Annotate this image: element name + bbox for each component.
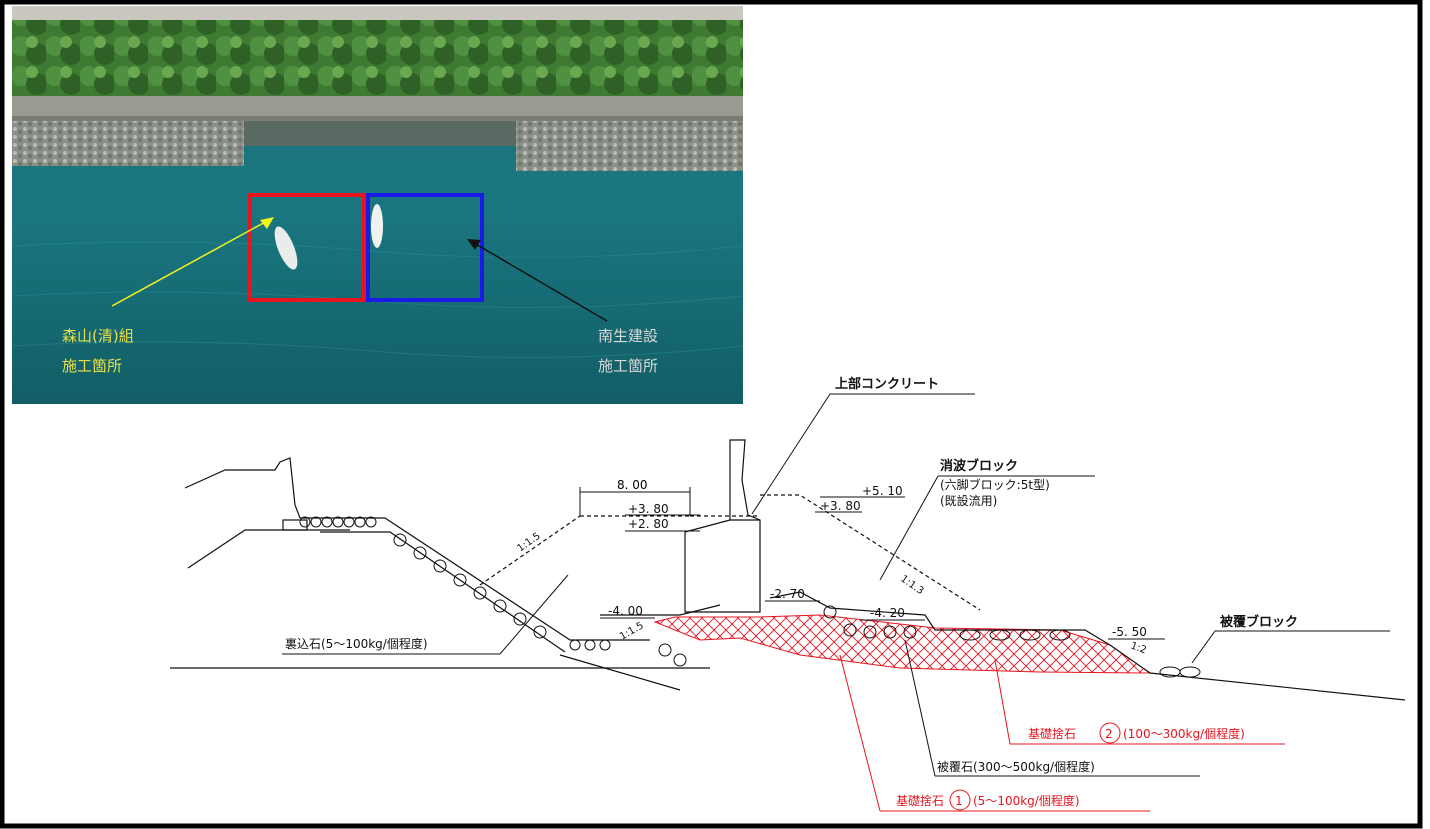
yellow-arrow xyxy=(111,220,268,307)
right-contractor-site: 施工箇所 xyxy=(598,357,659,375)
label-backfill-stone: 裏込石(5～100kg/個程度) xyxy=(285,636,428,651)
label-foundation-1: 基礎捨石 xyxy=(896,793,944,808)
boat-left xyxy=(274,226,298,270)
slope-left-toe: 1:1.5 xyxy=(618,620,646,642)
label-wave-block-reuse: (既設流用) xyxy=(940,493,997,508)
label-foundation-2-num: 2 xyxy=(1105,727,1113,741)
elev-top-concrete: +2. 80 xyxy=(628,517,669,531)
elev-toe-mid: -4. 20 xyxy=(870,606,905,620)
slope-front: 1:1.3 xyxy=(898,573,925,597)
elev-toe-left: -4. 00 xyxy=(608,604,643,618)
label-cover-stone: 被覆石(300～500kg/個程度) xyxy=(937,759,1095,774)
dimension-8m xyxy=(579,487,691,516)
elev-block-crest: +3. 80 xyxy=(820,499,861,513)
armor-stones xyxy=(299,516,1201,678)
label-cover-block: 被覆ブロック xyxy=(1219,614,1298,630)
red-box xyxy=(248,193,366,302)
left-contractor-site: 施工箇所 xyxy=(62,357,123,375)
elev-berm: -2. 70 xyxy=(770,587,805,601)
label-foundation-2-spec: (100～300kg/個程度) xyxy=(1123,726,1245,741)
elev-toe-right: -5. 50 xyxy=(1112,625,1147,639)
slope-toe: 1:2 xyxy=(1129,640,1148,656)
label-foundation-1-num: 1 xyxy=(955,794,963,808)
label-upper-concrete: 上部コンクリート xyxy=(835,376,939,392)
black-arrow xyxy=(473,242,608,322)
dim-width: 8. 00 xyxy=(617,478,648,492)
foundation-rubble xyxy=(653,614,1152,674)
right-contractor-name: 南生建設 xyxy=(598,327,659,345)
label-wave-block: 消波ブロック xyxy=(940,458,1018,474)
left-contractor-name: 森山(清)組 xyxy=(62,327,134,345)
elev-crest: +3. 80 xyxy=(628,502,669,516)
right-contractor-label: 南生建設 施工箇所 xyxy=(598,321,658,381)
label-wave-block-type: (六脚ブロック:5t型) xyxy=(940,477,1050,492)
label-foundation-2: 基礎捨石 xyxy=(1028,726,1076,741)
aerial-photo: 森山(清)組 施工箇所 南生建設 施工箇所 xyxy=(12,6,743,404)
boat-right xyxy=(371,204,383,248)
elev-crown: +5. 10 xyxy=(862,484,903,498)
left-contractor-label: 森山(清)組 施工箇所 xyxy=(62,321,134,381)
label-foundation-1-spec: (5～100kg/個程度) xyxy=(973,793,1080,808)
